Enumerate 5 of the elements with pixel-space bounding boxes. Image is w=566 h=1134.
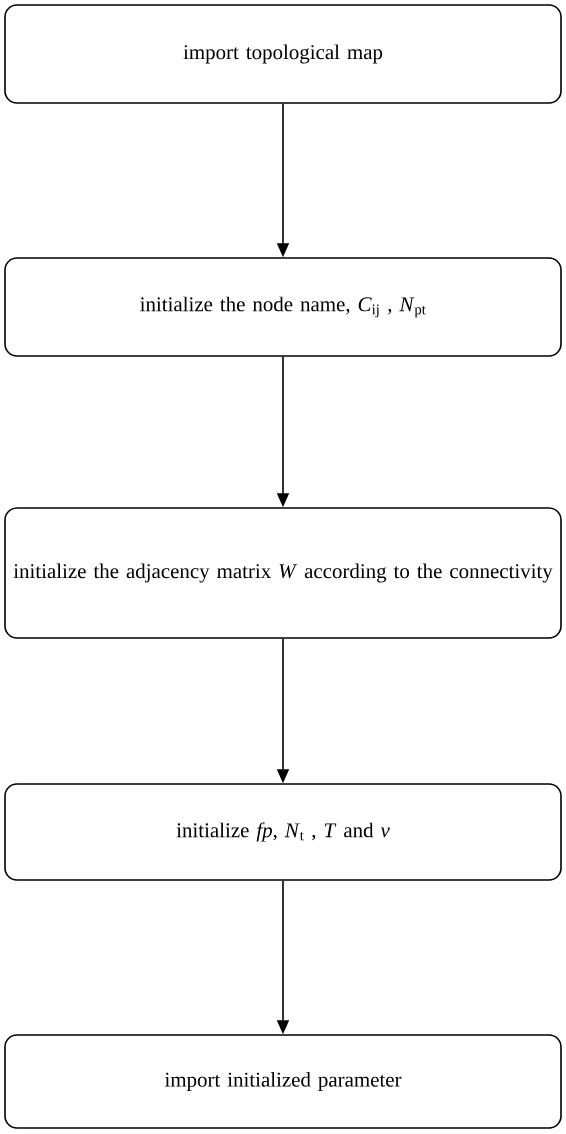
process-box: initialize the node name, C$_{ij}$ , N$_{pt}$ — [4, 257, 562, 357]
process-box: initialize fp, N$_{t}$ , T and v — [4, 783, 562, 881]
process-box: import topological map — [4, 4, 562, 104]
process-box: import initialized parameter — [4, 1034, 562, 1129]
process-box: initialize the adjacency matrix W according to the connectivity — [4, 507, 562, 639]
